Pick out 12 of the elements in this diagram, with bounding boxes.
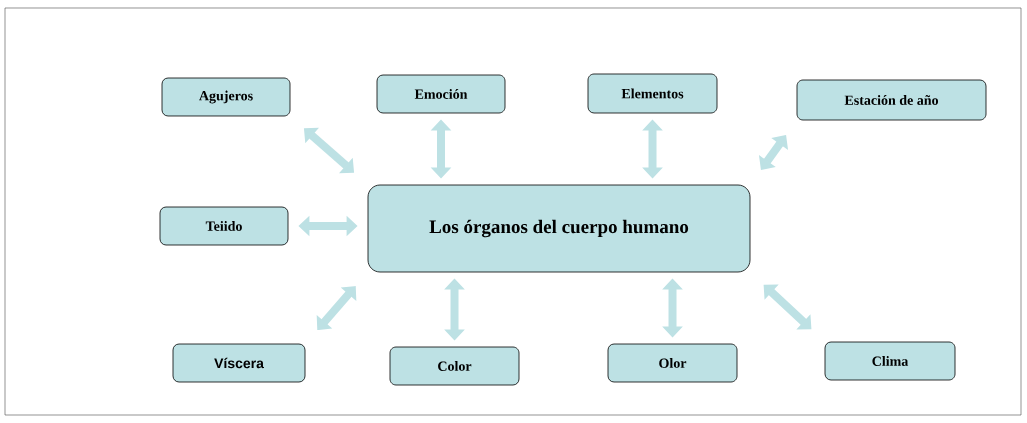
double-arrow [763,284,812,330]
topic-box: Elementos [587,73,718,114]
topic-box: Color [389,346,520,386]
topic-box: Clima [824,341,956,381]
topic-box: Agujeros [161,77,291,117]
topic-box: Estación de año [796,79,987,121]
central-box: Los órganos del cuerpo humano [367,184,751,273]
topic-box: Olor [607,343,738,383]
topic-box: Emoción [376,74,506,114]
double-arrow [316,286,357,330]
topic-box: Teiido [159,206,289,246]
topic-box: Víscera [172,343,306,383]
